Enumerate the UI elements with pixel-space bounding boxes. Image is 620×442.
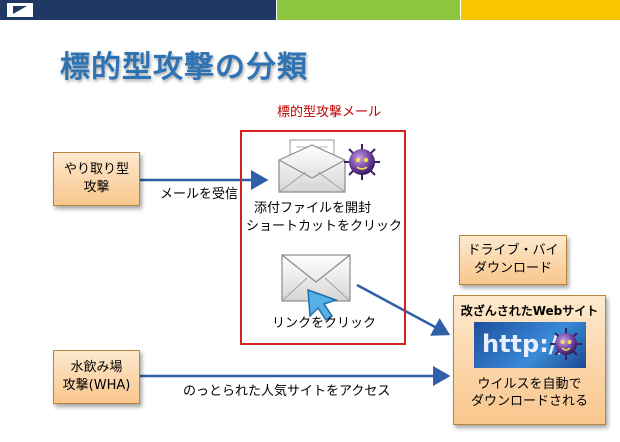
cursor-arrow-icon [307, 288, 339, 322]
arrow-link-to-site [356, 283, 451, 336]
header-bar-navy [0, 0, 276, 20]
http-url-image: http:// [474, 322, 586, 368]
box-yaritori-attack: やり取り型 攻撃 [53, 152, 140, 206]
label-attachment-line2: ショートカットをクリック [246, 219, 403, 234]
page-title: 標的型攻撃の分類 [60, 50, 308, 85]
label-hijacked-access: のっとられた人気サイトをアクセス [183, 384, 391, 399]
label-attachment-line1: 添付ファイルを開封 [254, 201, 372, 216]
label-link-click: リンクをクリック [272, 316, 377, 331]
virus-icon [550, 328, 582, 360]
site-box-title: 改ざんされたWebサイト [460, 304, 599, 318]
site-desc-line1: ウイルスを自動で [477, 377, 582, 392]
label-receive-mail: メールを受信 [160, 187, 239, 202]
box-drive-by-line1: ドライブ・バイ [467, 243, 559, 258]
envelope-with-letter-icon [278, 139, 346, 193]
header-bar-green [277, 0, 460, 20]
box-drive-by-download: ドライブ・バイ ダウンロード [459, 235, 567, 285]
email-attack-label: 標的型攻撃メール [277, 105, 382, 120]
email-attack-frame [240, 130, 406, 345]
virus-icon [344, 144, 380, 180]
box-watering-line1: 水飲み場 [70, 360, 123, 375]
box-watering-hole-attack: 水飲み場 攻撃(WHA) [53, 350, 140, 404]
logo-icon [7, 3, 33, 17]
box-watering-line2: 攻撃(WHA) [62, 378, 131, 393]
site-box-description: ウイルスを自動で ダウンロードされる [454, 376, 605, 410]
box-drive-by-line2: ダウンロード [473, 261, 552, 276]
header-bar-yellow [461, 0, 620, 20]
box-yaritori-line2: 攻撃 [83, 180, 110, 195]
box-yaritori-line1: やり取り型 [63, 162, 129, 177]
compromised-website-box: 改ざんされたWebサイト http:// ウイルスを自動で ダウンロードされる [453, 295, 606, 425]
site-desc-line2: ダウンロードされる [470, 394, 588, 409]
